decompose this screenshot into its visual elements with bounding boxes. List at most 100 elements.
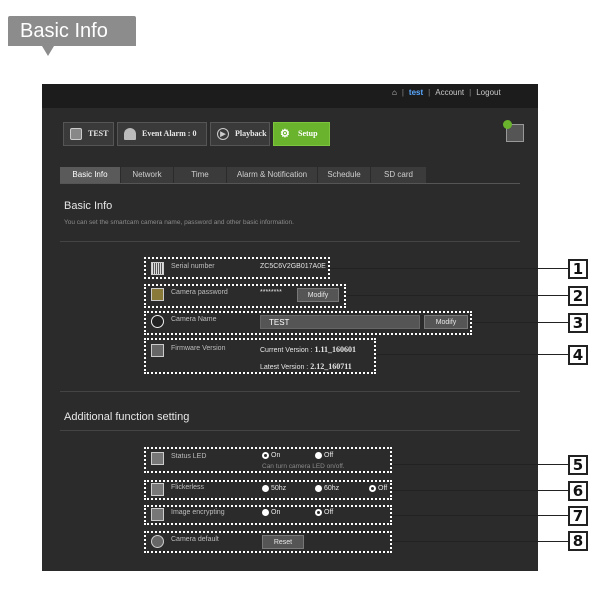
- camera-name-row: Camera Name TEST Modify: [147, 312, 473, 332]
- callout-number-4: 4: [568, 345, 588, 365]
- callout-leader-7: [392, 515, 568, 516]
- flickerless-off-radio[interactable]: Off: [369, 485, 387, 492]
- alarm-bell-icon: [124, 128, 136, 141]
- flickerless-row: Flickerless 50hz 60hz Off: [147, 480, 391, 500]
- password-modify-button[interactable]: Modify: [297, 288, 339, 302]
- play-icon: ▶: [217, 128, 229, 141]
- callout-box-6: [144, 480, 392, 500]
- led-bulb-icon: [151, 452, 164, 465]
- callout-box-3: [144, 311, 472, 335]
- current-version-text: Current Version : 1.11_160601: [260, 345, 357, 354]
- callout-number-5: 5: [568, 455, 588, 475]
- serial-number-row: Serial number ZC5C6V2GB017A0E: [147, 259, 327, 279]
- callout-leader-4: [376, 354, 568, 355]
- serial-number-value: ZC5C6V2GB017A0E: [260, 263, 326, 270]
- nav-setup-button[interactable]: ⚙Setup: [273, 122, 330, 146]
- callout-number-7: 7: [568, 506, 588, 526]
- status-led-label: Status LED: [171, 453, 207, 460]
- callout-leader-3: [472, 322, 568, 323]
- image-encrypting-label: Image encrypting: [171, 509, 225, 516]
- divider: [60, 241, 520, 242]
- radio-icon: [262, 509, 269, 516]
- radio-selected-icon: [262, 452, 269, 459]
- message-icon[interactable]: [503, 120, 524, 142]
- monitor-icon: [151, 483, 164, 496]
- callout-leader-6: [392, 490, 568, 491]
- callout-leader-8: [392, 541, 568, 542]
- status-led-on-radio[interactable]: On: [262, 452, 280, 459]
- home-icon[interactable]: ⌂: [392, 88, 397, 97]
- status-led-hint: Can turn camera LED on/off.: [262, 463, 345, 470]
- divider: [60, 430, 520, 431]
- subtab-alarm-notification[interactable]: Alarm & Notification: [227, 167, 318, 183]
- nav-camera-button[interactable]: TEST: [63, 122, 114, 146]
- radio-selected-icon: [315, 509, 322, 516]
- camera-lens-icon: [151, 315, 164, 328]
- nav-playback-button[interactable]: ▶Playback: [210, 122, 270, 146]
- basic-info-description: You can set the smartcam camera name, pa…: [64, 219, 294, 226]
- subtab-sd-card[interactable]: SD card: [371, 167, 427, 183]
- callout-box-4: [144, 338, 376, 374]
- image-encrypting-off-radio[interactable]: Off: [315, 509, 333, 516]
- top-bar: [42, 84, 538, 108]
- radio-icon: [315, 485, 322, 492]
- subtab-divider: [60, 183, 520, 184]
- barcode-icon: [151, 262, 164, 275]
- camera-default-row: Camera default Reset: [147, 532, 391, 552]
- subtab-schedule[interactable]: Schedule: [318, 167, 371, 183]
- latest-version-value: 2.12_160711: [310, 362, 352, 371]
- camera-reset-button[interactable]: Reset: [262, 535, 304, 549]
- camera-name-modify-button[interactable]: Modify: [424, 315, 468, 329]
- key-icon: [151, 288, 164, 301]
- camera-default-label: Camera default: [171, 536, 219, 543]
- account-link[interactable]: Account: [435, 88, 465, 97]
- nav-event-alarm-button[interactable]: Event Alarm : 0: [117, 122, 207, 146]
- callout-leader-5: [392, 464, 568, 465]
- camera-password-label: Camera password: [171, 289, 228, 296]
- subtab-network[interactable]: Network: [121, 167, 174, 183]
- radio-icon: [262, 485, 269, 492]
- firmware-version-label: Firmware Version: [171, 345, 226, 352]
- basic-info-title: Basic Info: [64, 200, 113, 212]
- camera-password-row: Camera password ******** Modify: [147, 285, 347, 305]
- top-links: ⌂|test|Account|Logout: [392, 88, 501, 97]
- flickerless-50hz-radio[interactable]: 50hz: [262, 485, 286, 492]
- callout-box-1: [144, 257, 330, 279]
- image-encrypting-on-radio[interactable]: On: [262, 509, 280, 516]
- callout-number-1: 1: [568, 259, 588, 279]
- status-led-off-radio[interactable]: Off: [315, 452, 333, 459]
- callout-box-7: [144, 505, 392, 525]
- callout-box-8: [144, 531, 392, 553]
- section-header-tab: Basic Info: [8, 16, 136, 46]
- camera-password-value: ********: [260, 289, 282, 296]
- logout-link[interactable]: Logout: [476, 88, 501, 97]
- reset-circle-icon: [151, 535, 164, 548]
- lock-screen-icon: [151, 508, 164, 521]
- status-led-row: Status LED On Off Can turn camera LED on…: [147, 449, 391, 471]
- callout-number-8: 8: [568, 531, 588, 551]
- latest-version-text: Latest Version : 2.12_160711: [260, 362, 352, 371]
- current-version-value: 1.11_160601: [314, 345, 357, 354]
- new-badge: [503, 120, 512, 129]
- callout-leader-2: [346, 295, 568, 296]
- callout-number-6: 6: [568, 481, 588, 501]
- additional-settings-title: Additional function setting: [64, 411, 190, 423]
- flickerless-60hz-radio[interactable]: 60hz: [315, 485, 339, 492]
- subtab-time[interactable]: Time: [174, 167, 227, 183]
- divider: [60, 391, 520, 392]
- camera-icon: [70, 128, 82, 141]
- camera-name-input[interactable]: TEST: [260, 315, 420, 329]
- callout-number-2: 2: [568, 286, 588, 306]
- serial-number-label: Serial number: [171, 263, 215, 270]
- subtab-basic-info[interactable]: Basic Info: [60, 167, 121, 183]
- firmware-version-row: Firmware Version Current Version : 1.11_…: [147, 341, 377, 375]
- flickerless-label: Flickerless: [171, 484, 205, 491]
- radio-selected-icon: [369, 485, 376, 492]
- callout-leader-1: [330, 268, 568, 269]
- image-encrypting-row: Image encrypting On Off: [147, 505, 391, 525]
- callout-box-2: [144, 284, 346, 308]
- callout-box-5: [144, 447, 392, 473]
- user-link[interactable]: test: [408, 88, 424, 97]
- radio-icon: [315, 452, 322, 459]
- folder-icon: [151, 344, 164, 357]
